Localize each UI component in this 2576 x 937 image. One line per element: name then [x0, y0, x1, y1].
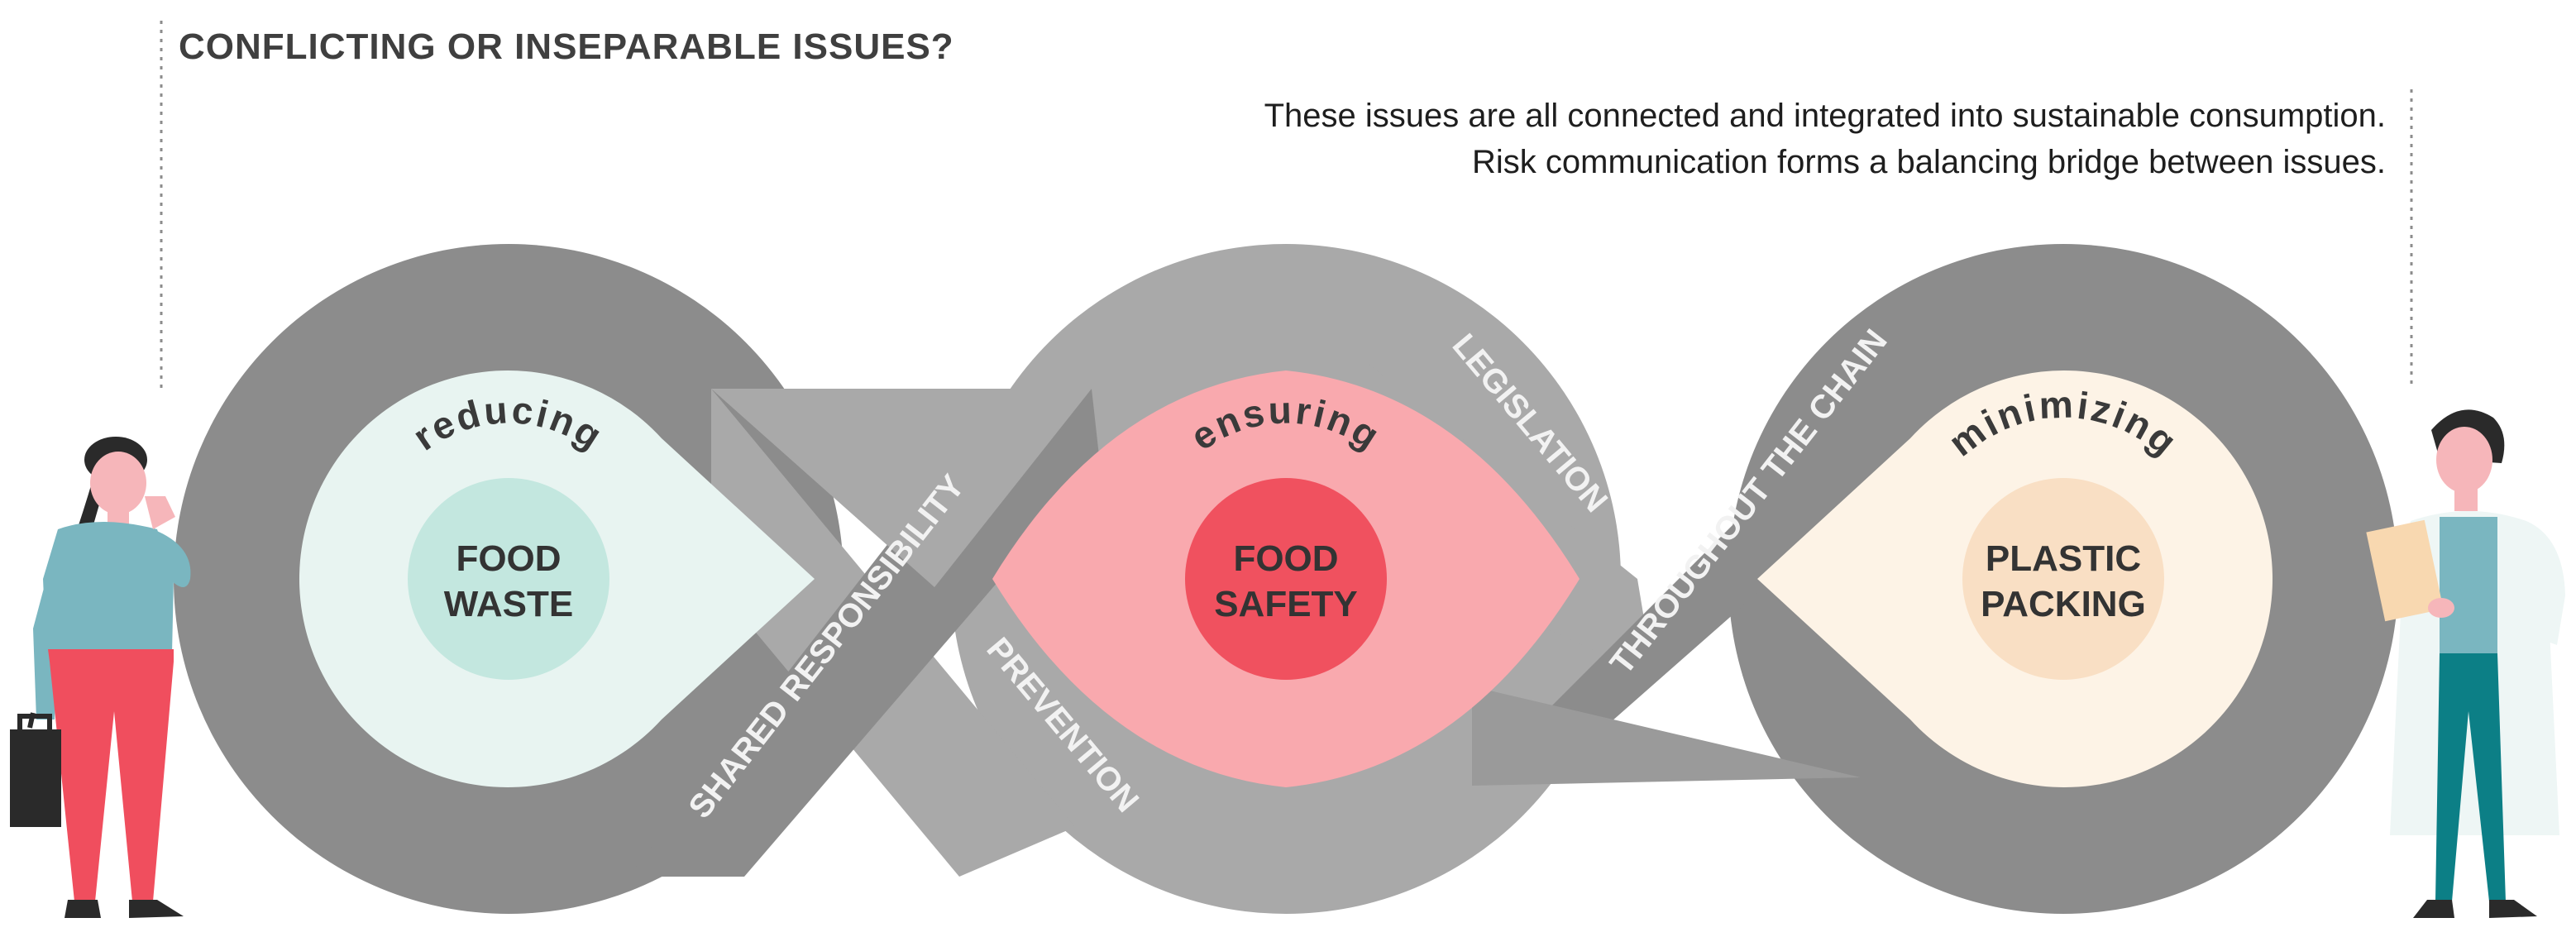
doctor-figure — [2366, 409, 2565, 918]
node-food-safety-line2: SAFETY — [1214, 584, 1358, 624]
node-food-waste-core — [408, 478, 609, 680]
subtitle-line-2: Risk communication forms a balancing bri… — [1472, 144, 2386, 180]
subtitle-line-1: These issues are all connected and integ… — [1264, 98, 2386, 134]
node-plastic-packing-line1: PLASTIC — [1986, 538, 2141, 579]
node-food-waste-line1: FOOD — [456, 538, 561, 579]
woman-figure — [10, 437, 191, 918]
diagram-subtitle: These issues are all connected and integ… — [1264, 93, 2386, 185]
node-food-safety-core — [1185, 478, 1387, 680]
diagram-title: CONFLICTING OR INSEPARABLE ISSUES? — [179, 26, 954, 67]
node-food-safety-line1: FOOD — [1233, 538, 1338, 579]
arrow-head-right — [1472, 686, 1861, 786]
band-throughout-the-chain — [1472, 339, 2018, 786]
node-plastic-packing-core — [1962, 478, 2164, 680]
node-food-waste-line2: WASTE — [444, 584, 573, 624]
arrow-head-left — [711, 389, 1092, 587]
node-plastic-packing-line2: PACKING — [1981, 584, 2146, 624]
